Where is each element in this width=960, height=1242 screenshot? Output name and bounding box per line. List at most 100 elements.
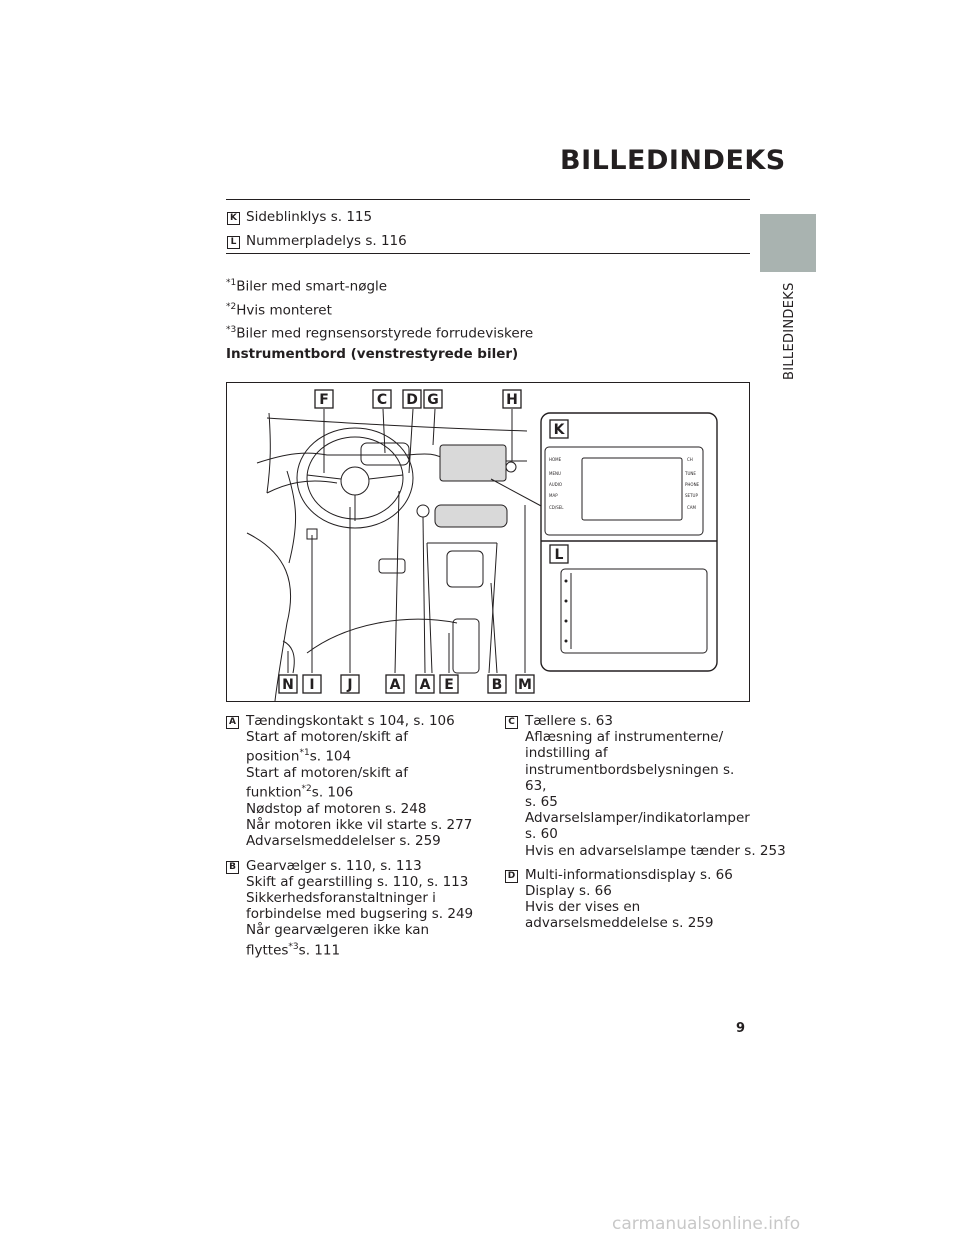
item-text: Sideblinklys s. 115 bbox=[246, 209, 373, 225]
item-line: Gearvælger s. 110, s. 113 bbox=[246, 857, 422, 874]
page-title: BILLEDINDEKS bbox=[560, 145, 786, 176]
callout-k: K bbox=[549, 419, 569, 439]
callout-lines bbox=[287, 408, 544, 674]
item-line: funktion*2s. 106 bbox=[246, 784, 354, 801]
list-item-b: B Gearvælger s. 110, s. 113 Skift af gea… bbox=[226, 858, 488, 959]
item-line: position*1s. 104 bbox=[246, 748, 352, 765]
footnote-text: Biler med smart-nøgle bbox=[236, 278, 388, 295]
badge-k: K bbox=[227, 212, 240, 225]
list-item-c: C Tællere s. 63 Aflæsning af instrumente… bbox=[505, 713, 786, 859]
list-item-d: D Multi-informationsdisplay s. 66 Displa… bbox=[505, 867, 755, 932]
footnote-text: Biler med regnsensorstyrede forrudeviske… bbox=[236, 325, 534, 342]
svg-text:D: D bbox=[406, 392, 418, 408]
svg-text:G: G bbox=[427, 392, 439, 408]
section-heading: Instrumentbord (venstrestyrede biler) bbox=[226, 346, 519, 362]
item-line: Nødstop af motoren s. 248 bbox=[246, 801, 427, 818]
item-line: Start af motoren/skift af bbox=[246, 765, 408, 782]
svg-text:B: B bbox=[492, 677, 503, 693]
svg-text:L: L bbox=[555, 547, 564, 563]
svg-text:N: N bbox=[282, 677, 294, 693]
callout-b: B bbox=[487, 674, 507, 694]
dashboard-drawing: HOME MENU AUDIO MAP CD/SEL CH TUNE PHONE… bbox=[246, 389, 718, 702]
footnote-mark: *2 bbox=[226, 302, 237, 312]
header-rule bbox=[226, 199, 750, 200]
watermark: carmanualsonline.info bbox=[612, 1214, 801, 1234]
radio-btn-audio: AUDIO bbox=[549, 482, 562, 487]
footnote: *3Biler med regnsensorstyrede forrudevis… bbox=[226, 322, 533, 343]
callout-c: C bbox=[372, 389, 392, 409]
badge-l: L bbox=[227, 236, 240, 249]
item-line: Advarselslamper/indikatorlamper bbox=[525, 810, 750, 827]
svg-text:M: M bbox=[518, 677, 532, 693]
radio-btn-setup: SETUP bbox=[685, 493, 698, 498]
side-tab-marker bbox=[760, 214, 816, 272]
radio-btn-phone: PHONE bbox=[685, 482, 700, 487]
item-line: Sikkerhedsforanstaltninger i bbox=[246, 890, 436, 907]
footnote: *2Hvis monteret bbox=[226, 299, 332, 320]
page-number: 9 bbox=[736, 1021, 746, 1036]
item-line: Når gearvælgeren ikke kan bbox=[246, 922, 430, 939]
svg-text:F: F bbox=[319, 392, 329, 408]
item-line: indstilling af bbox=[525, 745, 608, 762]
left-column: A Tændingskontakt s 104, s. 106 Start af… bbox=[226, 713, 488, 966]
svg-text:K: K bbox=[554, 422, 566, 438]
badge-a: A bbox=[226, 716, 239, 729]
svg-text:A: A bbox=[390, 677, 401, 693]
radio-btn-cam: CAM bbox=[687, 505, 697, 510]
item-line: Hvis der vises en bbox=[525, 899, 641, 916]
badge-b: B bbox=[226, 860, 239, 874]
callout-h: H bbox=[502, 389, 522, 409]
svg-text:E: E bbox=[444, 677, 454, 693]
footnote: *1Biler med smart-nøgle bbox=[226, 275, 387, 296]
callout-a-2: A bbox=[415, 674, 435, 694]
radio-btn-menu: MENU bbox=[549, 471, 561, 476]
radio-btn-home: HOME bbox=[549, 457, 562, 462]
item-line: Display s. 66 bbox=[525, 883, 612, 900]
callout-i: I bbox=[302, 674, 322, 694]
item-line: s. 65 bbox=[525, 794, 558, 811]
callout-n: N bbox=[278, 674, 298, 694]
callout-e: E bbox=[439, 674, 459, 694]
svg-text:J: J bbox=[346, 677, 352, 693]
right-column: C Tællere s. 63 Aflæsning af instrumente… bbox=[505, 713, 786, 940]
footnote-mark: *3 bbox=[226, 325, 237, 335]
svg-text:H: H bbox=[506, 392, 518, 408]
item-line: Når motoren ikke vil starte s. 277 bbox=[246, 817, 473, 834]
item-line: Advarselsmeddelelser s. 259 bbox=[246, 833, 441, 850]
inset-panel bbox=[540, 412, 718, 672]
item-line: Multi-informationsdisplay s. 66 bbox=[525, 866, 733, 883]
footnote-mark: *1 bbox=[226, 278, 237, 288]
badge-c: C bbox=[505, 716, 518, 729]
radio-btn-cdsel: CD/SEL bbox=[549, 505, 564, 510]
item-line: advarselsmeddelelse s. 259 bbox=[525, 915, 714, 932]
item-line: Hvis en advarselslampe tænder s. 253 bbox=[525, 842, 786, 859]
callout-j: J bbox=[340, 674, 360, 694]
svg-text:C: C bbox=[377, 392, 387, 408]
item-text: Nummerpladelys s. 116 bbox=[246, 233, 407, 249]
footnote-text: Hvis monteret bbox=[236, 302, 332, 319]
callout-m: M bbox=[515, 674, 535, 694]
list-item: L Nummerpladelys s. 116 bbox=[227, 233, 407, 250]
side-tab-label: BILLEDINDEKS bbox=[760, 282, 797, 386]
item-line: s. 60 bbox=[525, 826, 558, 843]
list-item-a: A Tændingskontakt s 104, s. 106 Start af… bbox=[226, 713, 488, 850]
badge-d: D bbox=[505, 869, 518, 883]
callout-f: F bbox=[314, 389, 334, 409]
svg-text:I: I bbox=[309, 677, 314, 693]
item-line: Start af motoren/skift af bbox=[246, 729, 408, 746]
item-line: Aflæsning af instrumenterne/ bbox=[525, 729, 724, 746]
item-line: flyttes*3s. 111 bbox=[246, 941, 341, 959]
dashboard-illustration: HOME MENU AUDIO MAP CD/SEL CH TUNE PHONE… bbox=[226, 382, 750, 702]
item-line: instrumentbordsbelysningen s. 63, bbox=[525, 761, 735, 794]
svg-text:A: A bbox=[420, 677, 431, 693]
callout-l: L bbox=[549, 544, 569, 564]
radio-btn-map: MAP bbox=[549, 493, 558, 498]
item-line: Skift af gearstilling s. 110, s. 113 bbox=[246, 873, 469, 890]
callout-a: A bbox=[385, 674, 405, 694]
item-line: Tændingskontakt s 104, s. 106 bbox=[246, 713, 455, 729]
radio-btn-ch: CH bbox=[687, 457, 693, 462]
radio-btn-tune: TUNE bbox=[684, 471, 696, 476]
callout-d: D bbox=[402, 389, 422, 409]
item-line: forbindelse med bugsering s. 249 bbox=[246, 906, 474, 923]
item-line: Tællere s. 63 bbox=[525, 713, 613, 729]
